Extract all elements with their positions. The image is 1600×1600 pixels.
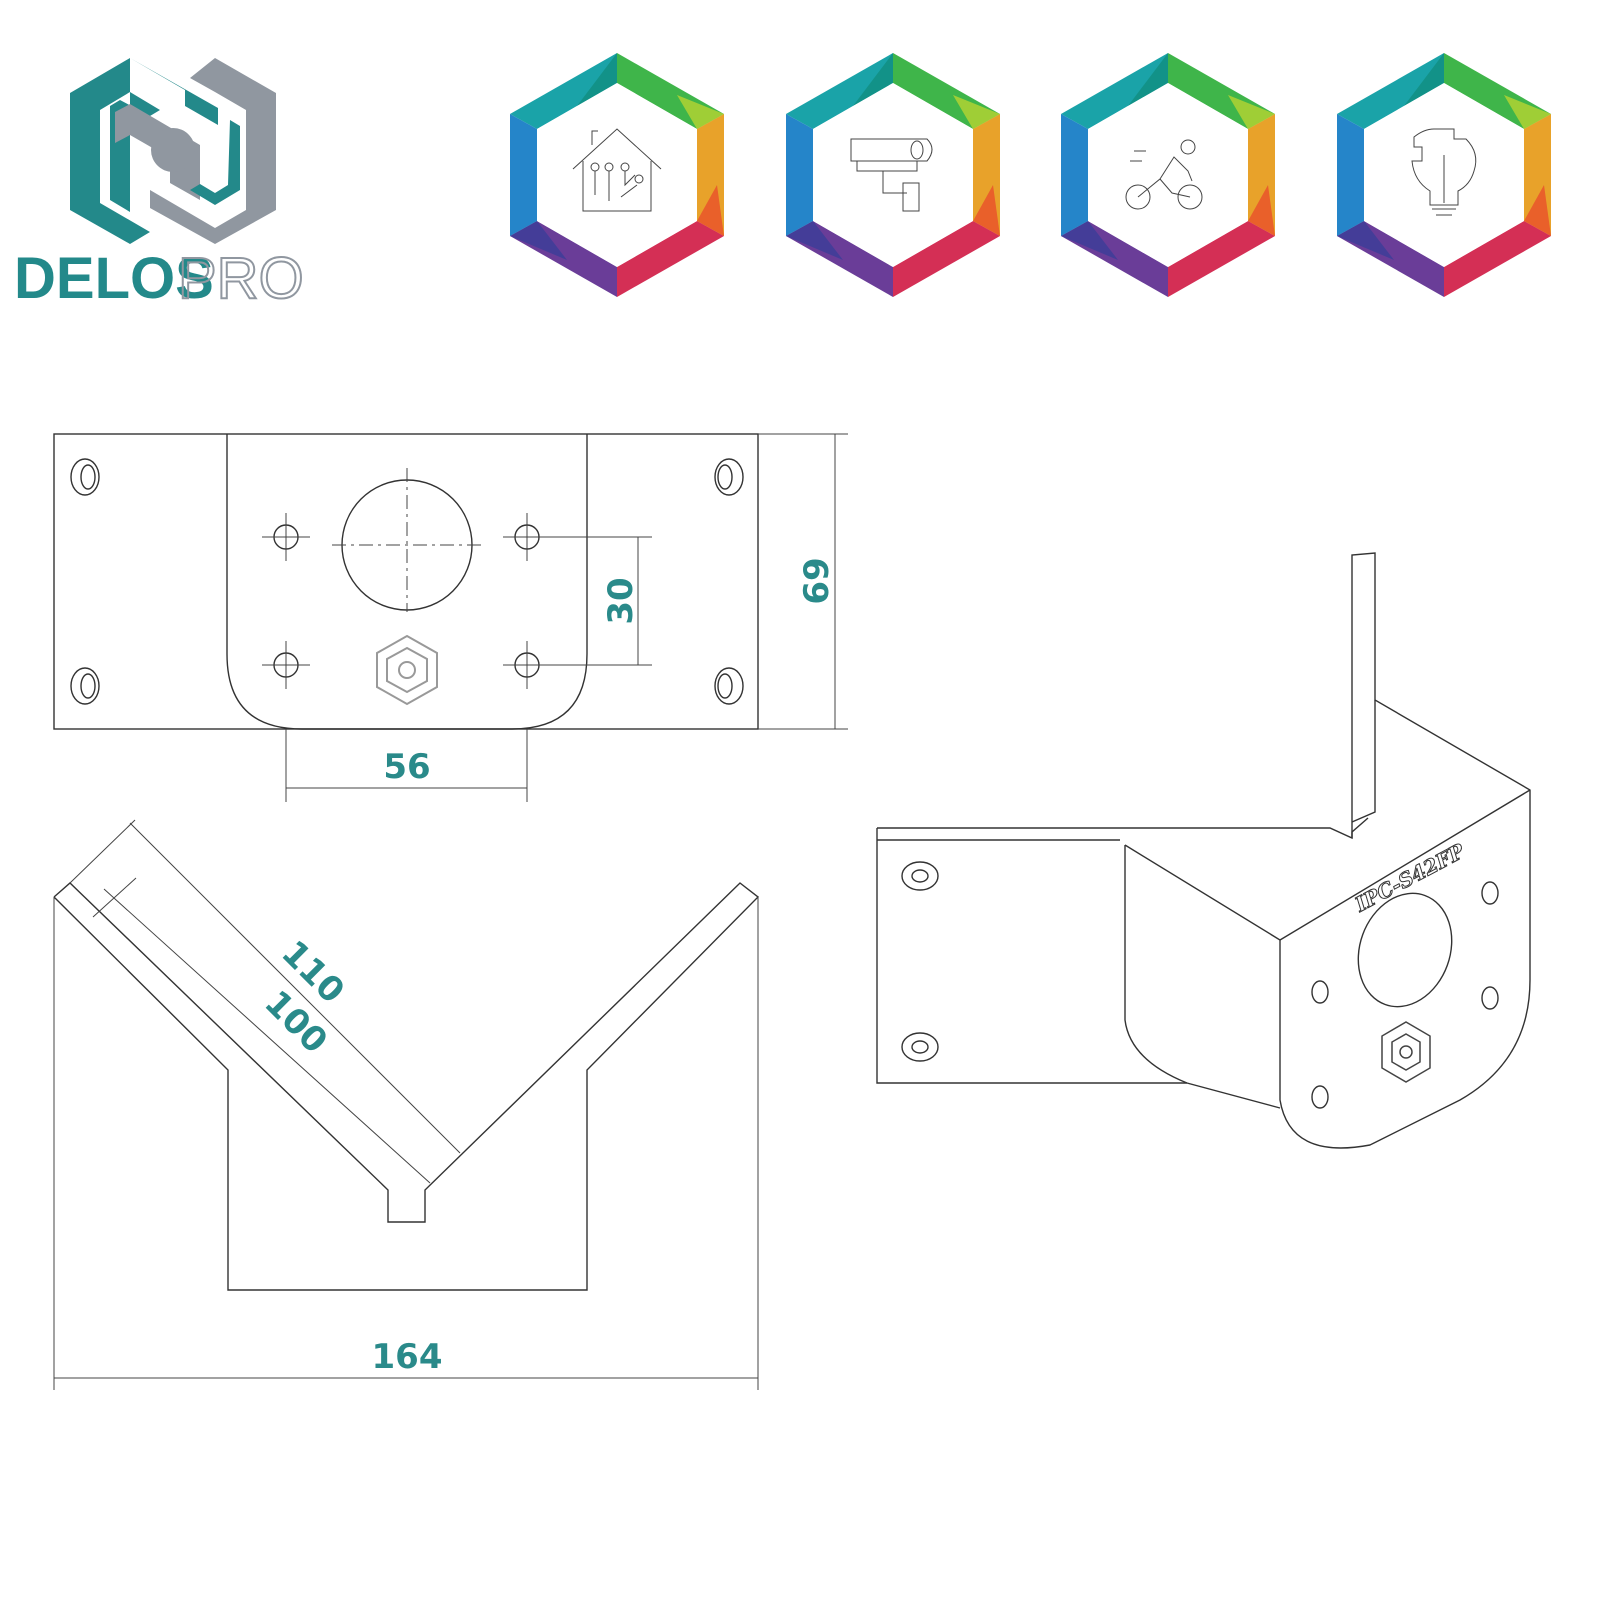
front-view-drawing: 110 100 164 (53, 819, 760, 1390)
logo-text-pro: PRO (178, 246, 304, 311)
cctv-camera-icon (786, 53, 1000, 297)
dim-69-label: 69 (797, 557, 837, 604)
cyclist-icon (1061, 53, 1275, 297)
model-label: IPC-S42FP (1350, 838, 1469, 917)
dim-56-label: 56 (383, 747, 430, 787)
dim-30-label: 30 (601, 577, 641, 624)
top-view-drawing: 30 69 56 (53, 433, 848, 802)
dim-164-label: 164 (372, 1337, 443, 1377)
isometric-view-drawing: IPC-S42FP (876, 552, 1531, 1149)
smart-home-icon (510, 53, 724, 297)
delospro-logo: DELOS PRO (14, 58, 305, 312)
lightbulb-puzzle-icon (1337, 53, 1551, 297)
logo-text-delos: DELOS (14, 246, 214, 311)
